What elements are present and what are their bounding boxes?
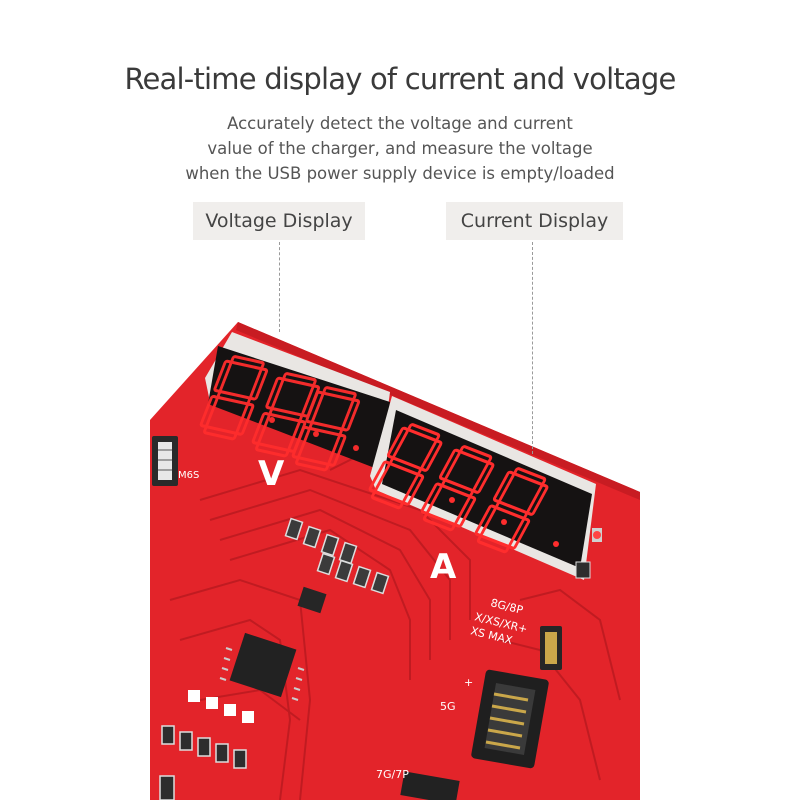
silkscreen-pin-label: 9 bbox=[144, 547, 150, 558]
silkscreen-m6s: M6S bbox=[178, 470, 199, 481]
current-leader-line bbox=[532, 242, 533, 454]
voltage-leader-line bbox=[279, 242, 280, 332]
subtitle-line: when the USB power supply device is empt… bbox=[185, 164, 615, 183]
subtitle-line: value of the charger, and measure the vo… bbox=[207, 139, 593, 158]
small-ic bbox=[297, 586, 327, 614]
voltage-unit-label: V bbox=[258, 454, 285, 494]
page-subtitle: Accurately detect the voltage and curren… bbox=[0, 111, 800, 186]
test-pads bbox=[188, 690, 254, 723]
status-led bbox=[575, 528, 602, 579]
current-unit-label: A bbox=[430, 547, 457, 587]
battery-connector-5g bbox=[471, 669, 549, 769]
left-connector bbox=[152, 436, 178, 486]
subtitle-line: Accurately detect the voltage and curren… bbox=[227, 114, 573, 133]
page-title: Real-time display of current and voltage bbox=[124, 62, 676, 96]
bottom-left-components bbox=[159, 725, 247, 800]
main-ic bbox=[219, 632, 305, 701]
voltage-display-tag: Voltage Display bbox=[193, 202, 365, 240]
battery-connector-7g bbox=[400, 771, 460, 800]
silkscreen-port-7g: 7G/7P bbox=[376, 768, 409, 781]
voltage-led-display bbox=[196, 332, 390, 473]
silkscreen-port-5g: 5G bbox=[440, 700, 456, 713]
right-side-connector bbox=[540, 626, 562, 670]
current-display-tag: Current Display bbox=[446, 202, 623, 240]
current-led-display bbox=[364, 396, 596, 580]
silkscreen-plus-sign: + bbox=[464, 676, 473, 689]
resistor-array bbox=[284, 517, 390, 595]
